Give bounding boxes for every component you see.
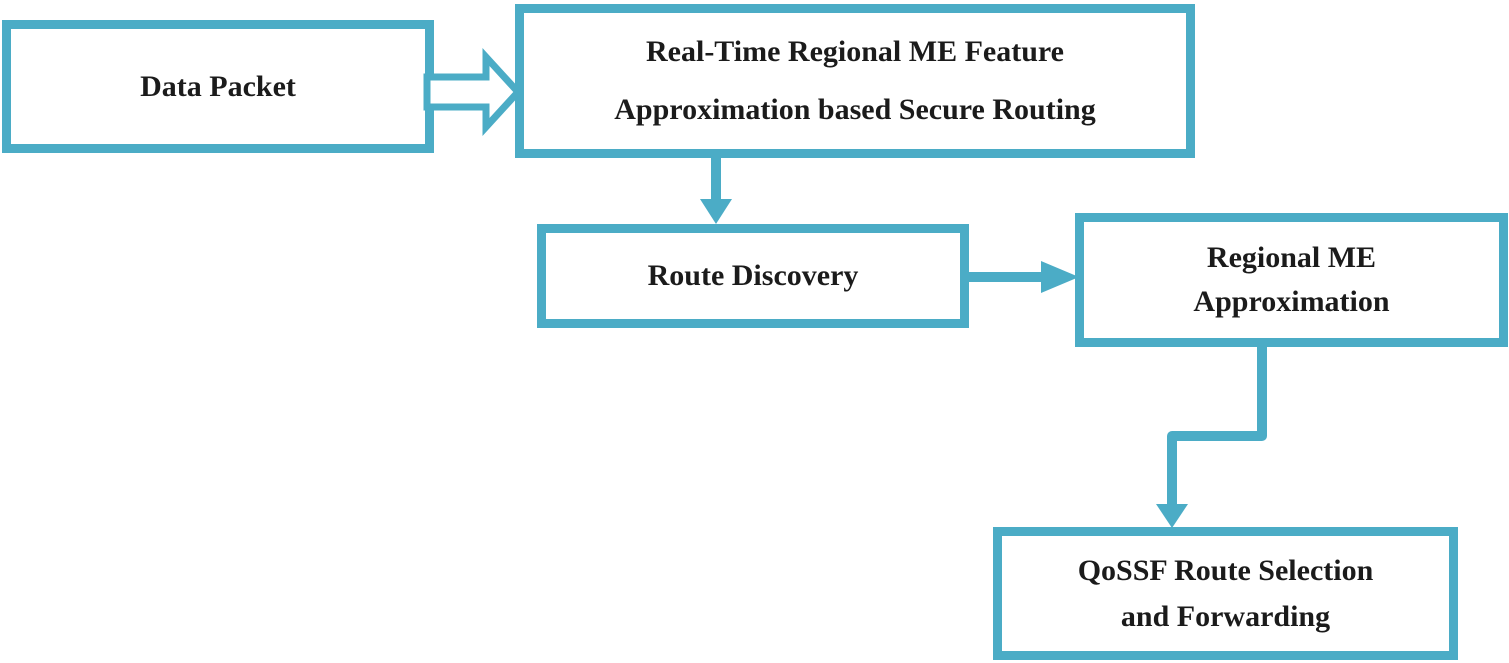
node-regional-me-line2: Approximation: [1193, 285, 1390, 318]
arrow-elbow-stem: [1167, 347, 1267, 506]
node-qossf-line2: and Forwarding: [1120, 599, 1331, 633]
node-feature-routing-line1: Real-Time Regional ME Feature: [646, 35, 1064, 68]
node-route-discovery-label: Route Discovery: [647, 259, 859, 292]
node-qossf: QoSSF Route Selection and Forwarding: [993, 527, 1458, 660]
node-route-discovery: Route Discovery: [537, 224, 969, 328]
node-feature-routing: Real-Time Regional ME Feature Approximat…: [515, 4, 1195, 158]
node-qossf-line1: QoSSF Route Selection: [1077, 553, 1374, 587]
block-arrow-right-icon: [423, 47, 523, 137]
node-feature-routing-line2: Approximation based Secure Routing: [614, 93, 1096, 126]
node-data-packet-label: Data Packet: [140, 69, 296, 103]
node-regional-me: Regional ME Approximation: [1075, 213, 1508, 347]
arrow-down-head-icon: [700, 199, 732, 224]
arrow-right-head-icon: [1041, 261, 1079, 293]
node-data-packet: Data Packet: [2, 20, 434, 153]
arrow-elbow-head-icon: [1156, 504, 1188, 528]
node-regional-me-line1: Regional ME: [1206, 241, 1377, 274]
